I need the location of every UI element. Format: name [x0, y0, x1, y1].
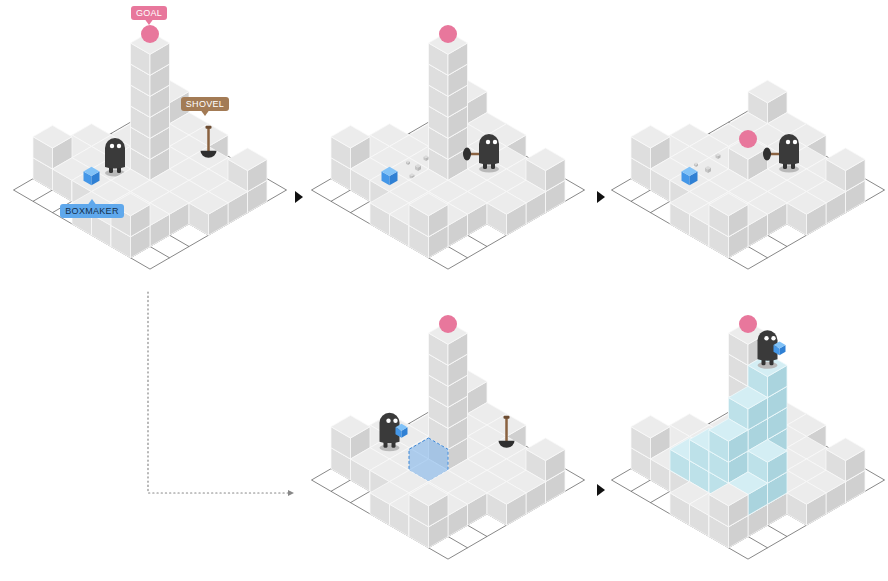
- callout-tag: SHOVEL: [181, 97, 229, 111]
- tag-label: GOAL: [136, 7, 162, 19]
- cube-face: [729, 386, 768, 409]
- grid-line: [312, 480, 449, 559]
- character-shadow: [479, 166, 499, 173]
- goal-ball: [439, 25, 457, 43]
- cube-face: [487, 192, 526, 215]
- cube-face: [709, 193, 748, 216]
- tag-label: SHOVEL: [186, 98, 224, 110]
- grid-line: [14, 190, 151, 269]
- cube-face: [748, 80, 787, 103]
- cube-face: [409, 483, 448, 506]
- character-eye: [771, 336, 775, 340]
- shovel-handle: [207, 128, 210, 152]
- step-arrow: [597, 484, 605, 496]
- small-cube: [424, 155, 429, 158]
- shovel-blade: [763, 148, 771, 161]
- cube-face: [709, 419, 748, 442]
- branch-arrowhead: [288, 490, 294, 496]
- character-eye: [786, 140, 790, 144]
- shovel-grip: [206, 126, 212, 129]
- character-eye: [117, 144, 121, 148]
- cube-face: [33, 125, 72, 148]
- cube-face: [526, 438, 565, 461]
- character-eye: [393, 419, 397, 423]
- small-cube: [84, 167, 100, 176]
- grid-line: [612, 480, 749, 559]
- shovel-blade: [499, 441, 515, 448]
- grid-line: [312, 190, 449, 269]
- callout-tag: GOAL: [131, 6, 167, 20]
- shovel-handle: [505, 418, 508, 442]
- step-arrow: [295, 191, 303, 203]
- cube-face: [787, 482, 826, 505]
- character-eye: [793, 140, 797, 144]
- cube-face: [331, 415, 370, 438]
- cube-face: [228, 148, 267, 171]
- character-shadow: [779, 166, 799, 173]
- branch-path: [148, 292, 288, 493]
- goal-ball: [739, 130, 757, 148]
- character-eye: [764, 336, 768, 340]
- character-shadow: [380, 444, 400, 451]
- cube-face: [826, 438, 865, 461]
- cube-face: [826, 148, 865, 171]
- small-cube: [705, 166, 711, 170]
- cube-face: [189, 192, 228, 215]
- character-shadow: [758, 362, 778, 369]
- shovel-blade: [463, 148, 471, 161]
- goal-ball: [141, 25, 159, 43]
- cube-face: [487, 482, 526, 505]
- shovel-blade: [201, 151, 217, 158]
- small-cube: [406, 160, 410, 162]
- step-arrow: [597, 191, 605, 203]
- character-eye: [486, 140, 490, 144]
- small-cube: [682, 167, 698, 176]
- cube-face: [709, 483, 748, 506]
- character-eye: [110, 144, 114, 148]
- small-cube: [396, 424, 408, 431]
- cube-face: [631, 125, 670, 148]
- cube-face: [748, 440, 787, 463]
- character-body: [479, 134, 499, 165]
- small-cube: [694, 162, 698, 164]
- cube-face: [787, 192, 826, 215]
- small-cube: [415, 164, 421, 168]
- goal-ball: [739, 315, 757, 333]
- shovel-grip: [504, 416, 510, 419]
- cube-face: [409, 193, 448, 216]
- callout-tag: BOXMAKER: [60, 204, 123, 218]
- tag-pointer: [201, 111, 209, 117]
- tag-pointer: [145, 20, 153, 26]
- small-cube: [382, 167, 398, 176]
- small-cube: [716, 153, 721, 156]
- cube-face: [631, 415, 670, 438]
- goal-ball: [439, 315, 457, 333]
- tag-label: BOXMAKER: [65, 205, 118, 217]
- character-body: [779, 134, 799, 165]
- small-cube: [410, 173, 415, 176]
- character-body: [105, 138, 125, 169]
- grid-line: [612, 190, 749, 269]
- cube-face: [526, 148, 565, 171]
- character-eye: [386, 419, 390, 423]
- cube-face: [331, 125, 370, 148]
- character-eye: [493, 140, 497, 144]
- small-cube: [774, 341, 786, 348]
